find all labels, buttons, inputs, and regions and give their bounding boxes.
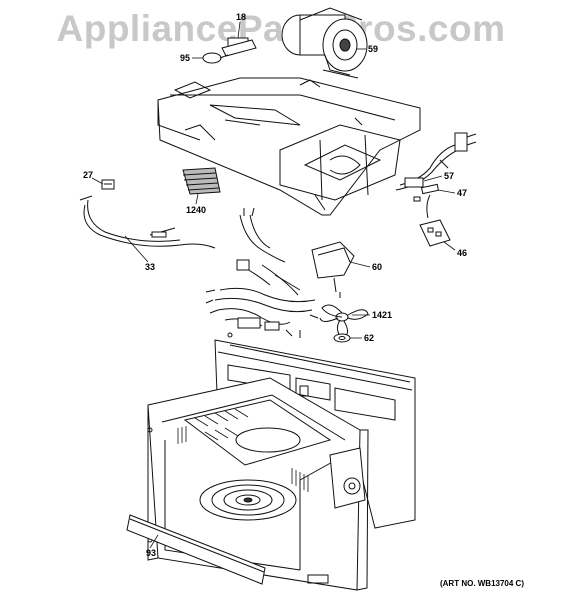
wire-harness-33 bbox=[79, 195, 216, 249]
filter-1240 bbox=[182, 167, 221, 195]
callout-1421: 1421 bbox=[372, 310, 393, 320]
control-board-46 bbox=[413, 194, 451, 247]
callout-93: 93 bbox=[146, 548, 157, 558]
callout-46: 46 bbox=[457, 248, 468, 258]
main-wiring-bundle bbox=[205, 207, 319, 338]
leader-lines bbox=[91, 21, 456, 549]
thermostat-27 bbox=[101, 179, 115, 190]
callout-1240: 1240 bbox=[186, 205, 207, 215]
power-cord-57 bbox=[395, 132, 477, 191]
fan-blade-1421 bbox=[319, 304, 369, 339]
fan-nut-62 bbox=[333, 333, 351, 343]
fan-motor-59 bbox=[281, 7, 368, 79]
callout-60: 60 bbox=[372, 262, 383, 272]
oven-cabinet bbox=[147, 339, 416, 591]
callout-27: 27 bbox=[83, 170, 94, 180]
callout-18: 18 bbox=[236, 12, 247, 22]
trim-strip-93 bbox=[126, 514, 266, 585]
top-cover-assembly bbox=[157, 77, 421, 216]
lamp-socket-18 bbox=[221, 37, 257, 57]
callout-95: 95 bbox=[180, 53, 191, 63]
callout-47: 47 bbox=[457, 188, 468, 198]
bulb-95 bbox=[202, 52, 229, 64]
callout-33: 33 bbox=[145, 262, 156, 272]
watermark: AppliancePartsPros.com bbox=[56, 8, 506, 49]
callout-62: 62 bbox=[364, 333, 375, 343]
fan-motor-60 bbox=[311, 241, 355, 298]
callout-59: 59 bbox=[368, 44, 379, 54]
callout-57: 57 bbox=[444, 171, 455, 181]
connector-47 bbox=[420, 183, 440, 195]
art-number: (ART NO. WB13704 C) bbox=[439, 579, 524, 588]
